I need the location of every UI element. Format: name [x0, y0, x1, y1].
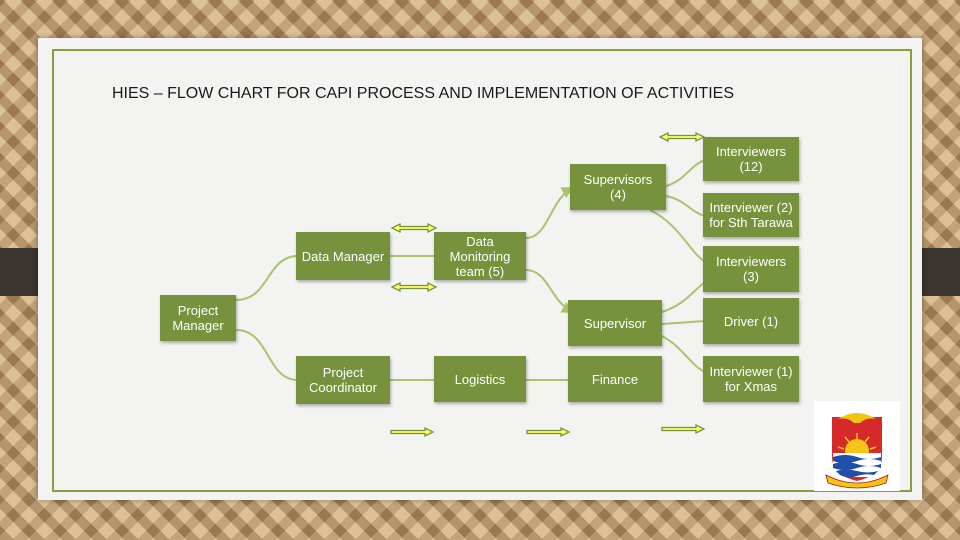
node-finance: Finance: [568, 356, 662, 402]
node-interviewers-12: Interviewers (12): [703, 137, 799, 181]
node-logistics: Logistics: [434, 356, 526, 402]
node-interviewers-3: Interviewers (3): [703, 246, 799, 292]
slide-frame: [52, 49, 912, 492]
coat-of-arms-icon: [825, 413, 889, 489]
node-interviewer-xmas: Interviewer (1) for Xmas: [703, 356, 799, 402]
node-data-monitoring-team: Data Monitoring team (5): [434, 232, 526, 280]
node-data-manager: Data Manager: [296, 232, 390, 280]
node-project-manager: Project Manager: [160, 295, 236, 341]
node-supervisor: Supervisor: [568, 300, 662, 346]
page-title: HIES – FLOW CHART FOR CAPI PROCESS AND I…: [112, 85, 735, 102]
node-project-coordinator: Project Coordinator: [296, 356, 390, 404]
node-interviewer-sth-tarawa: Interviewer (2) for Sth Tarawa: [703, 193, 799, 237]
kiribati-coat-of-arms-logo: [814, 401, 900, 491]
node-supervisors: Supervisors (4): [570, 164, 666, 210]
left-tab-decoration: [0, 248, 40, 296]
node-driver: Driver (1): [703, 298, 799, 344]
